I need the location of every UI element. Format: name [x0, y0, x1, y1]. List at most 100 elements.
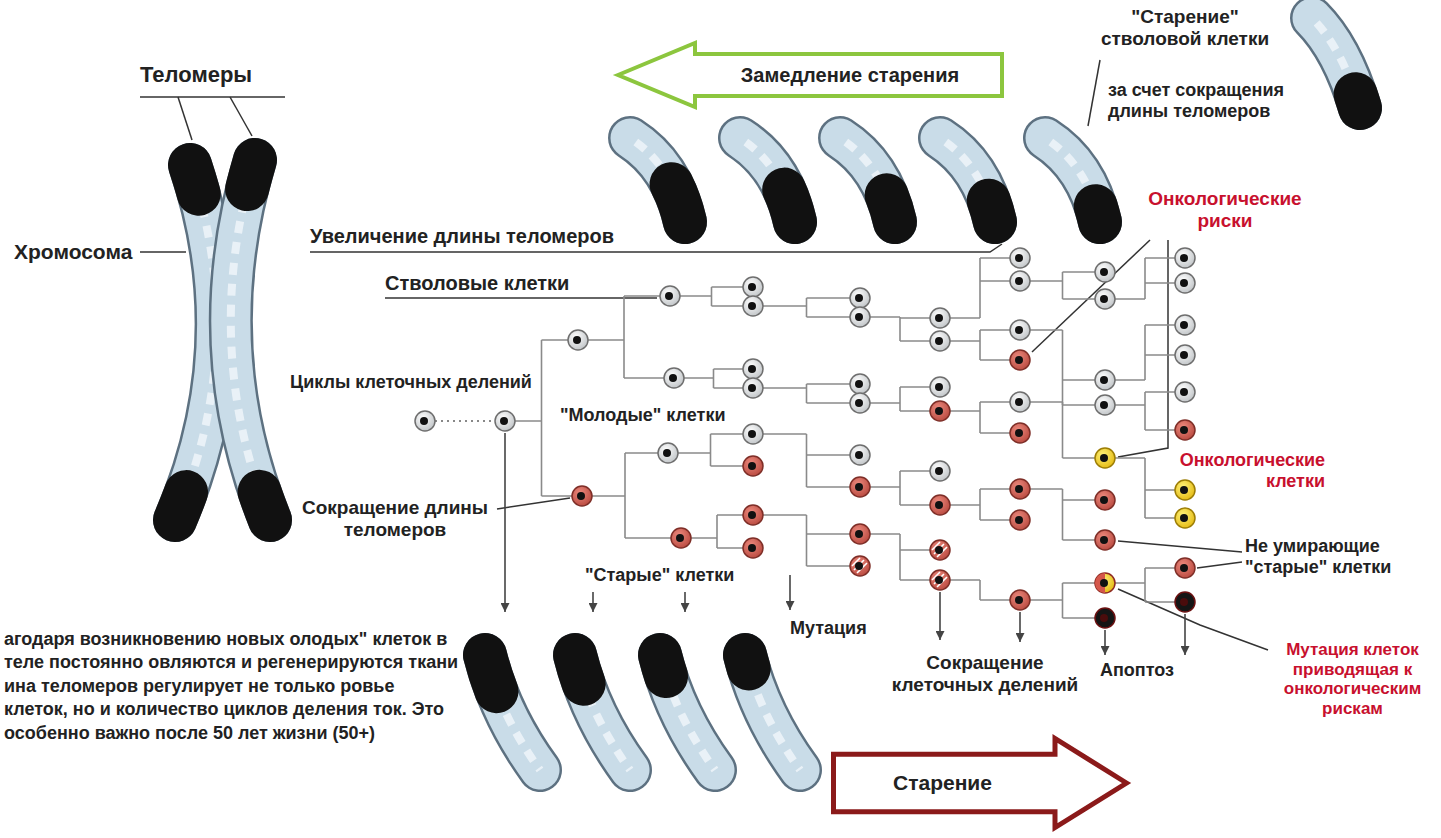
- cell-body: [1095, 490, 1115, 510]
- division-line: [1115, 325, 1175, 380]
- cell: [1010, 510, 1030, 530]
- division-arrow: [939, 592, 941, 640]
- cell-nucleus: [855, 530, 863, 538]
- chromosome-end: [840, 138, 895, 222]
- cell: [1175, 382, 1195, 402]
- cell-nucleus: [1015, 277, 1023, 285]
- leader-line: [140, 96, 285, 98]
- arrow-label: Старение: [893, 771, 992, 795]
- cell-body: [1175, 382, 1195, 402]
- cell: [1095, 490, 1115, 510]
- division-line: [870, 387, 930, 411]
- cell-body: [1010, 423, 1030, 443]
- cell: [850, 374, 870, 394]
- chromosome-end: [660, 655, 715, 770]
- cell-nucleus: [935, 383, 943, 391]
- cell-nucleus: [748, 462, 756, 470]
- cell: [743, 424, 763, 444]
- cell-body: [1010, 248, 1030, 268]
- cell: [1095, 573, 1115, 593]
- chromosome-end: [1312, 18, 1360, 108]
- cell-nucleus: [420, 417, 428, 425]
- telomere-cap: [575, 655, 630, 770]
- cell: [1175, 345, 1195, 365]
- cell-nucleus: [1100, 295, 1108, 303]
- cell-body: [660, 286, 680, 306]
- cell-nucleus: [935, 576, 943, 584]
- cell-body: [1010, 392, 1030, 412]
- cell-nucleus: [669, 374, 677, 382]
- cell-body: [930, 331, 950, 351]
- division-arrow: [1104, 630, 1106, 655]
- cell: [930, 331, 950, 351]
- tube-outline: [940, 138, 995, 222]
- cell-nucleus: [855, 380, 863, 388]
- tube-body: [840, 138, 895, 222]
- division-line: [763, 434, 850, 487]
- cell-nucleus: [855, 399, 863, 407]
- cell: [495, 411, 515, 431]
- cell: [743, 296, 763, 316]
- cell-nucleus: [748, 430, 756, 438]
- cell-body: [1175, 273, 1195, 293]
- cell-body: [743, 277, 763, 297]
- cell: [671, 528, 691, 548]
- cell-nucleus: [577, 492, 585, 500]
- chromosome-end: [575, 655, 630, 770]
- cell-hatch: [932, 542, 947, 557]
- cell-nucleus: [935, 407, 943, 415]
- cell-body: [1010, 590, 1030, 610]
- cell: [1175, 480, 1195, 500]
- cell: [1010, 350, 1030, 370]
- cell-nucleus: [1100, 401, 1108, 409]
- cell: [743, 378, 763, 398]
- division-line: [950, 330, 1010, 360]
- callout-note: за счет сокращения длины теломеров: [1108, 80, 1313, 121]
- division-arrow: [789, 575, 791, 610]
- cell: [415, 411, 435, 431]
- cell: [1095, 262, 1115, 282]
- down-arrows: [505, 433, 1185, 655]
- process-label: Сокращение клеточных делений: [875, 652, 1095, 696]
- cell-body: [1175, 420, 1195, 440]
- cell-body: [743, 296, 763, 316]
- division-line: [763, 515, 850, 566]
- cell-nucleus: [1180, 426, 1188, 434]
- tube-outline: [1312, 18, 1360, 108]
- cell: [850, 445, 870, 465]
- division-line: [1115, 568, 1175, 602]
- cell-nucleus: [676, 534, 684, 542]
- cell-body: [850, 524, 870, 544]
- cell: [1095, 608, 1115, 628]
- leader-line: [178, 97, 192, 140]
- cell: [850, 307, 870, 327]
- cell-nucleus: [935, 546, 943, 554]
- division-line: [1030, 402, 1095, 458]
- cell: [1010, 590, 1030, 610]
- cell: [850, 524, 870, 544]
- cell-body: [1175, 345, 1195, 365]
- cell-body: [1095, 608, 1115, 628]
- cell-body: [850, 445, 870, 465]
- telomere-cap: [485, 655, 540, 770]
- division-line: [763, 298, 850, 317]
- cell-body: [930, 570, 950, 590]
- cell-body: [664, 368, 684, 388]
- cell: [930, 570, 950, 590]
- tube-body: [660, 655, 715, 770]
- cell-body: [1095, 395, 1115, 415]
- leader-line: [1118, 541, 1242, 552]
- cell-body: [930, 540, 950, 560]
- cell-hatch: [932, 572, 947, 587]
- cell-nucleus: [855, 483, 863, 491]
- note-text: агодаря возникновению новых олодых" клет…: [4, 628, 459, 745]
- division-line: [950, 580, 1010, 600]
- cell-label: "Старые" клетки: [585, 565, 734, 586]
- cell-body: [1095, 289, 1115, 309]
- cell-nucleus: [1180, 279, 1188, 287]
- cell-nucleus: [748, 302, 756, 310]
- division-line: [950, 258, 1010, 318]
- cell-nucleus: [1180, 486, 1188, 494]
- cell: [743, 359, 763, 379]
- telomere-cap: [630, 138, 685, 222]
